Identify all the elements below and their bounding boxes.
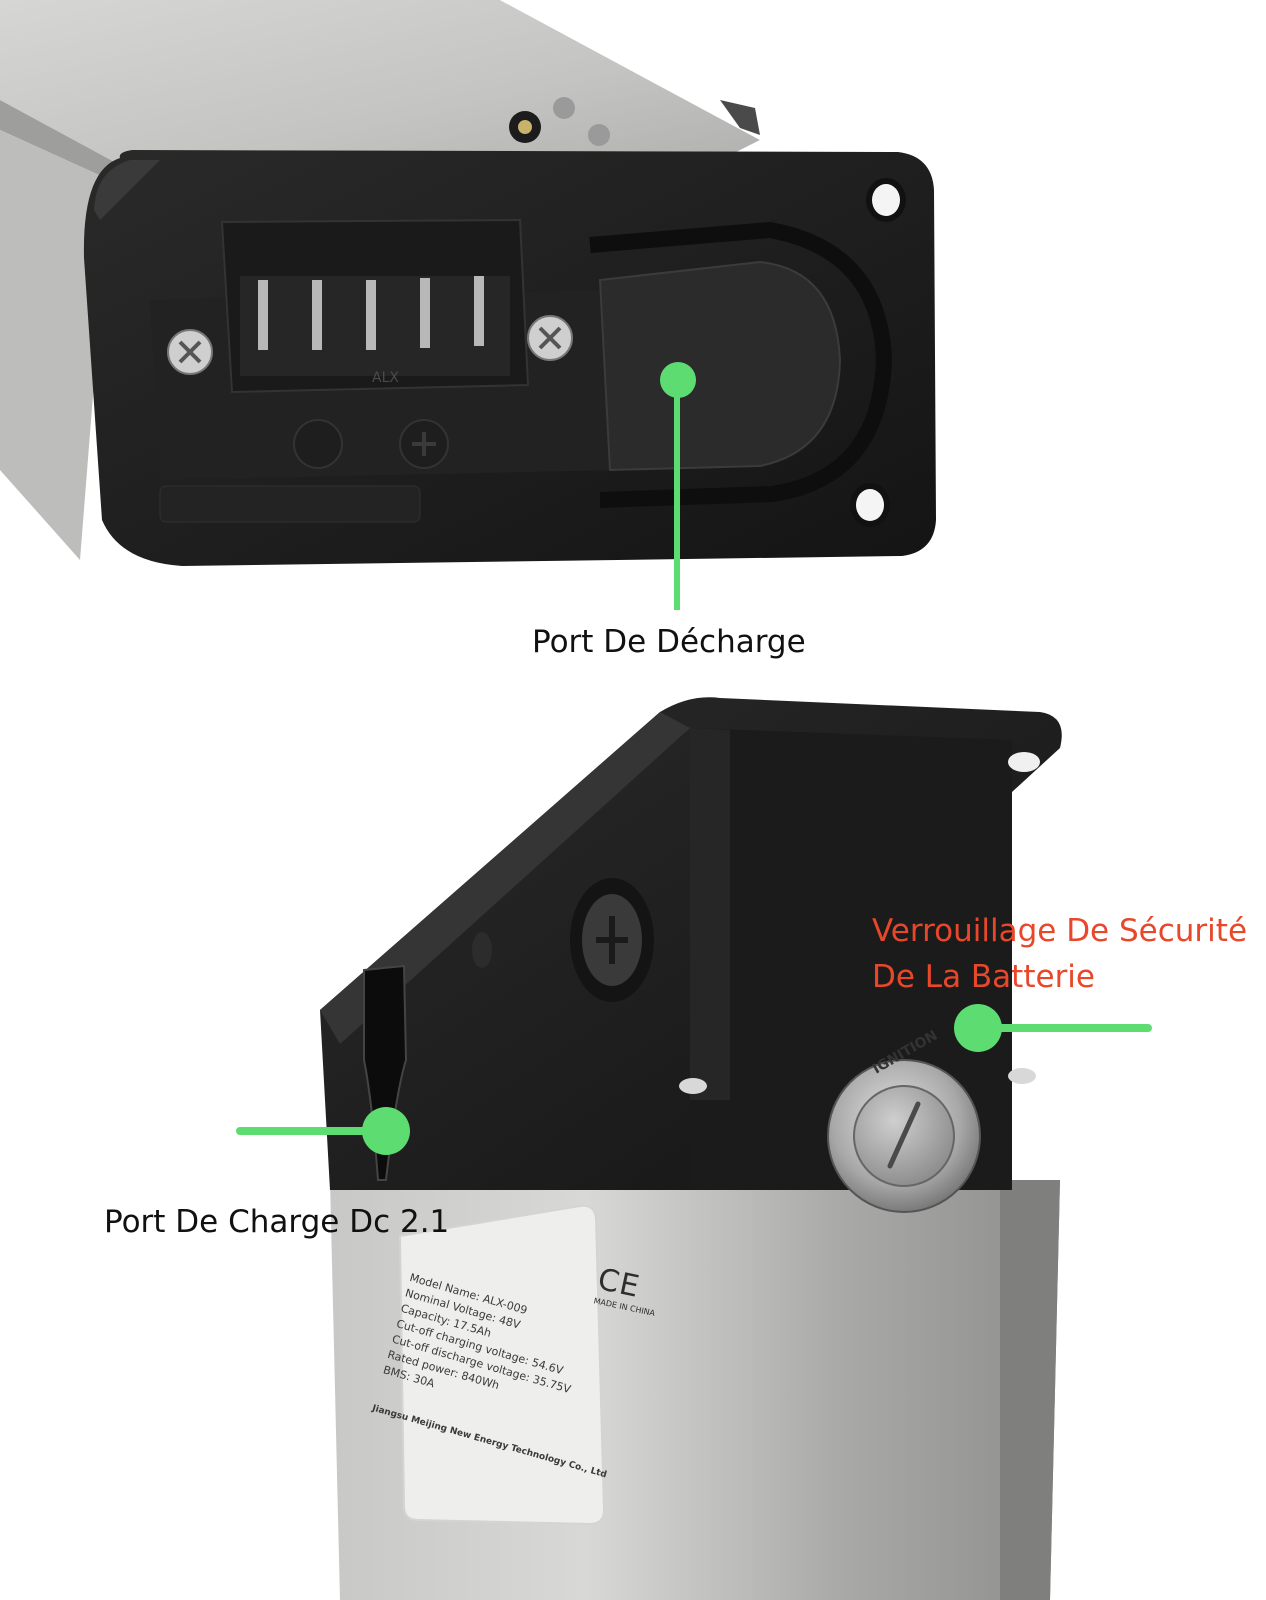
screw-icon (570, 878, 654, 1002)
lock-marker (954, 1004, 1152, 1052)
battery-bottom-view: IGNITION (320, 697, 1062, 1600)
discharge-marker (660, 362, 696, 610)
connector-marking: ALX (372, 370, 399, 386)
screw-icon (167, 329, 213, 375)
charge-marker (236, 1107, 410, 1155)
screw-icon (527, 315, 573, 361)
security-lock-label-line1: Verrouillage De Sécurité (872, 913, 1248, 949)
connector-pins (258, 276, 484, 350)
battery-top-view (0, 0, 1050, 566)
discharge-port-label: Port De Décharge (532, 624, 806, 660)
security-lock-label-line2: De La Batterie (872, 959, 1095, 995)
spec-sticker (398, 1204, 606, 1526)
charge-port-label: Port De Charge Dc 2.1 (104, 1204, 450, 1240)
discharge-port-cover (598, 260, 842, 472)
battery-top-casing (0, 0, 760, 170)
security-lock-label: Verrouillage De Sécurité De La Batterie (872, 908, 1247, 1000)
